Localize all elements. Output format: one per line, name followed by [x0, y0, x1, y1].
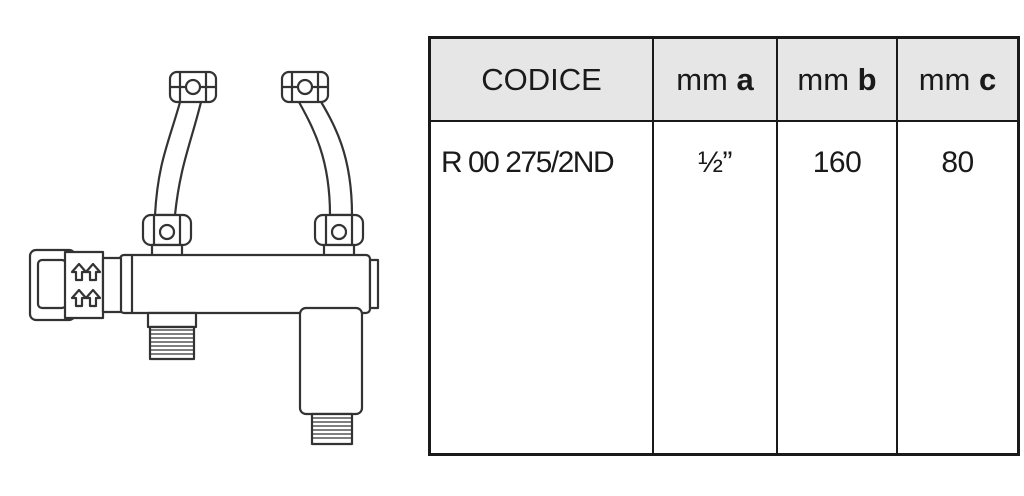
cell-codice: R 00 275/2ND: [441, 146, 615, 179]
outlet-spout: [298, 306, 364, 446]
header-mm-c: mm c: [896, 39, 1017, 122]
cell-b: 160: [776, 121, 897, 453]
left-connection-pipe: [141, 70, 218, 259]
cell-c: 80: [896, 121, 1017, 453]
specification-table: CODICE mm a mm b mm c R 00 275/2ND ½” 16…: [428, 36, 1020, 456]
thermostatic-knob: [28, 248, 123, 322]
header-codice: CODICE: [431, 39, 653, 122]
table-row: R 00 275/2ND ½” 160 80: [431, 121, 1017, 453]
right-connection-pipe: [280, 70, 365, 259]
arrow-up-icon: [70, 288, 88, 308]
header-mm-b: mm b: [776, 39, 897, 122]
cell-a: ½”: [652, 121, 777, 453]
header-mm-a: mm a: [652, 39, 777, 122]
arrow-up-icon: [70, 262, 88, 282]
table-header-row: CODICE mm a mm b mm c: [431, 39, 1017, 122]
valve-body: [118, 253, 380, 315]
mixing-valve-illustration: [28, 70, 380, 446]
threaded-outlet-left: [146, 311, 198, 361]
